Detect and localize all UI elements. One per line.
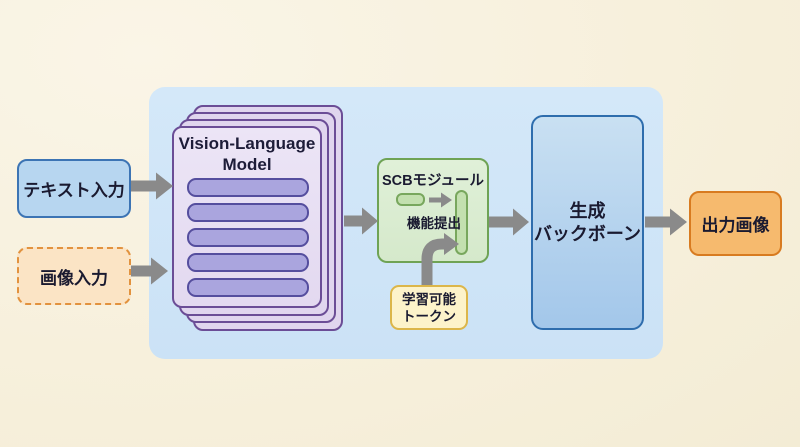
vlm-title-line1: Vision-Language <box>178 134 316 153</box>
scb-caption: 機能提出 <box>407 216 461 231</box>
scb-module-title: SCBモジュール <box>381 173 485 189</box>
vlm-layer-pill-4 <box>187 253 309 272</box>
text-input-node: テキスト入力 <box>17 159 131 218</box>
scb-horizontal-pill <box>396 193 425 206</box>
text-input-label: テキスト入力 <box>23 181 125 200</box>
vlm-layer-pill-5 <box>187 278 309 297</box>
backbone-label-line1: 生成 <box>569 200 606 221</box>
vlm-layer-pill-3 <box>187 228 309 247</box>
vlm-title-line2: Model <box>222 155 272 174</box>
output-node: 出力画像 <box>689 191 782 256</box>
vlm-layer-pill-2 <box>187 203 309 222</box>
vlm-title: Vision-Language Model <box>172 133 322 175</box>
token-label-line2: トークン <box>402 308 456 324</box>
backbone-node: 生成 バックボーン <box>531 115 644 330</box>
image-input-label: 画像入力 <box>40 268 108 288</box>
image-input-node: 画像入力 <box>17 247 131 305</box>
vlm-layer-pill-1 <box>187 178 309 197</box>
token-label-line1: 学習可能 <box>402 291 456 307</box>
token-node: 学習可能 トークン <box>390 285 468 330</box>
output-label: 出力画像 <box>701 216 770 235</box>
backbone-label-line2: バックボーン <box>533 223 642 244</box>
